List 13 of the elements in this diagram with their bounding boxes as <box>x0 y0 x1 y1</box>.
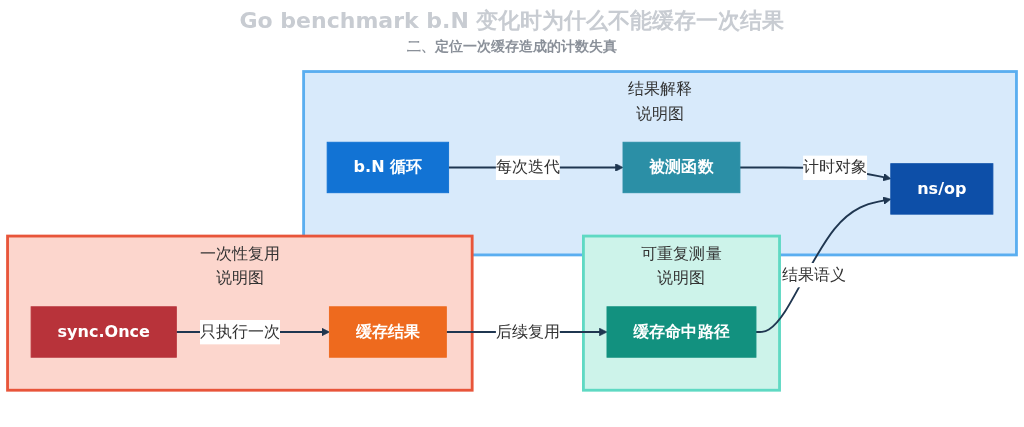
subtitle: 二、定位一次缓存造成的计数失真 <box>406 38 618 56</box>
edge-label: 计时对象 <box>803 157 868 177</box>
node-box: 缓存结果 <box>328 306 447 358</box>
node-box: sync.Once <box>30 306 177 358</box>
edge-label: 结果语义 <box>782 264 847 284</box>
edge-label: 每次迭代 <box>495 157 560 177</box>
node-box: b.N 循环 <box>326 141 450 194</box>
node-box: ns/op <box>890 163 994 215</box>
node-box: 被测函数 <box>622 141 741 194</box>
edge-label: 后续复用 <box>495 321 560 341</box>
arrow <box>755 196 892 334</box>
edge-label: 只执行一次 <box>199 321 281 341</box>
node-box: 缓存命中路径 <box>606 306 757 358</box>
